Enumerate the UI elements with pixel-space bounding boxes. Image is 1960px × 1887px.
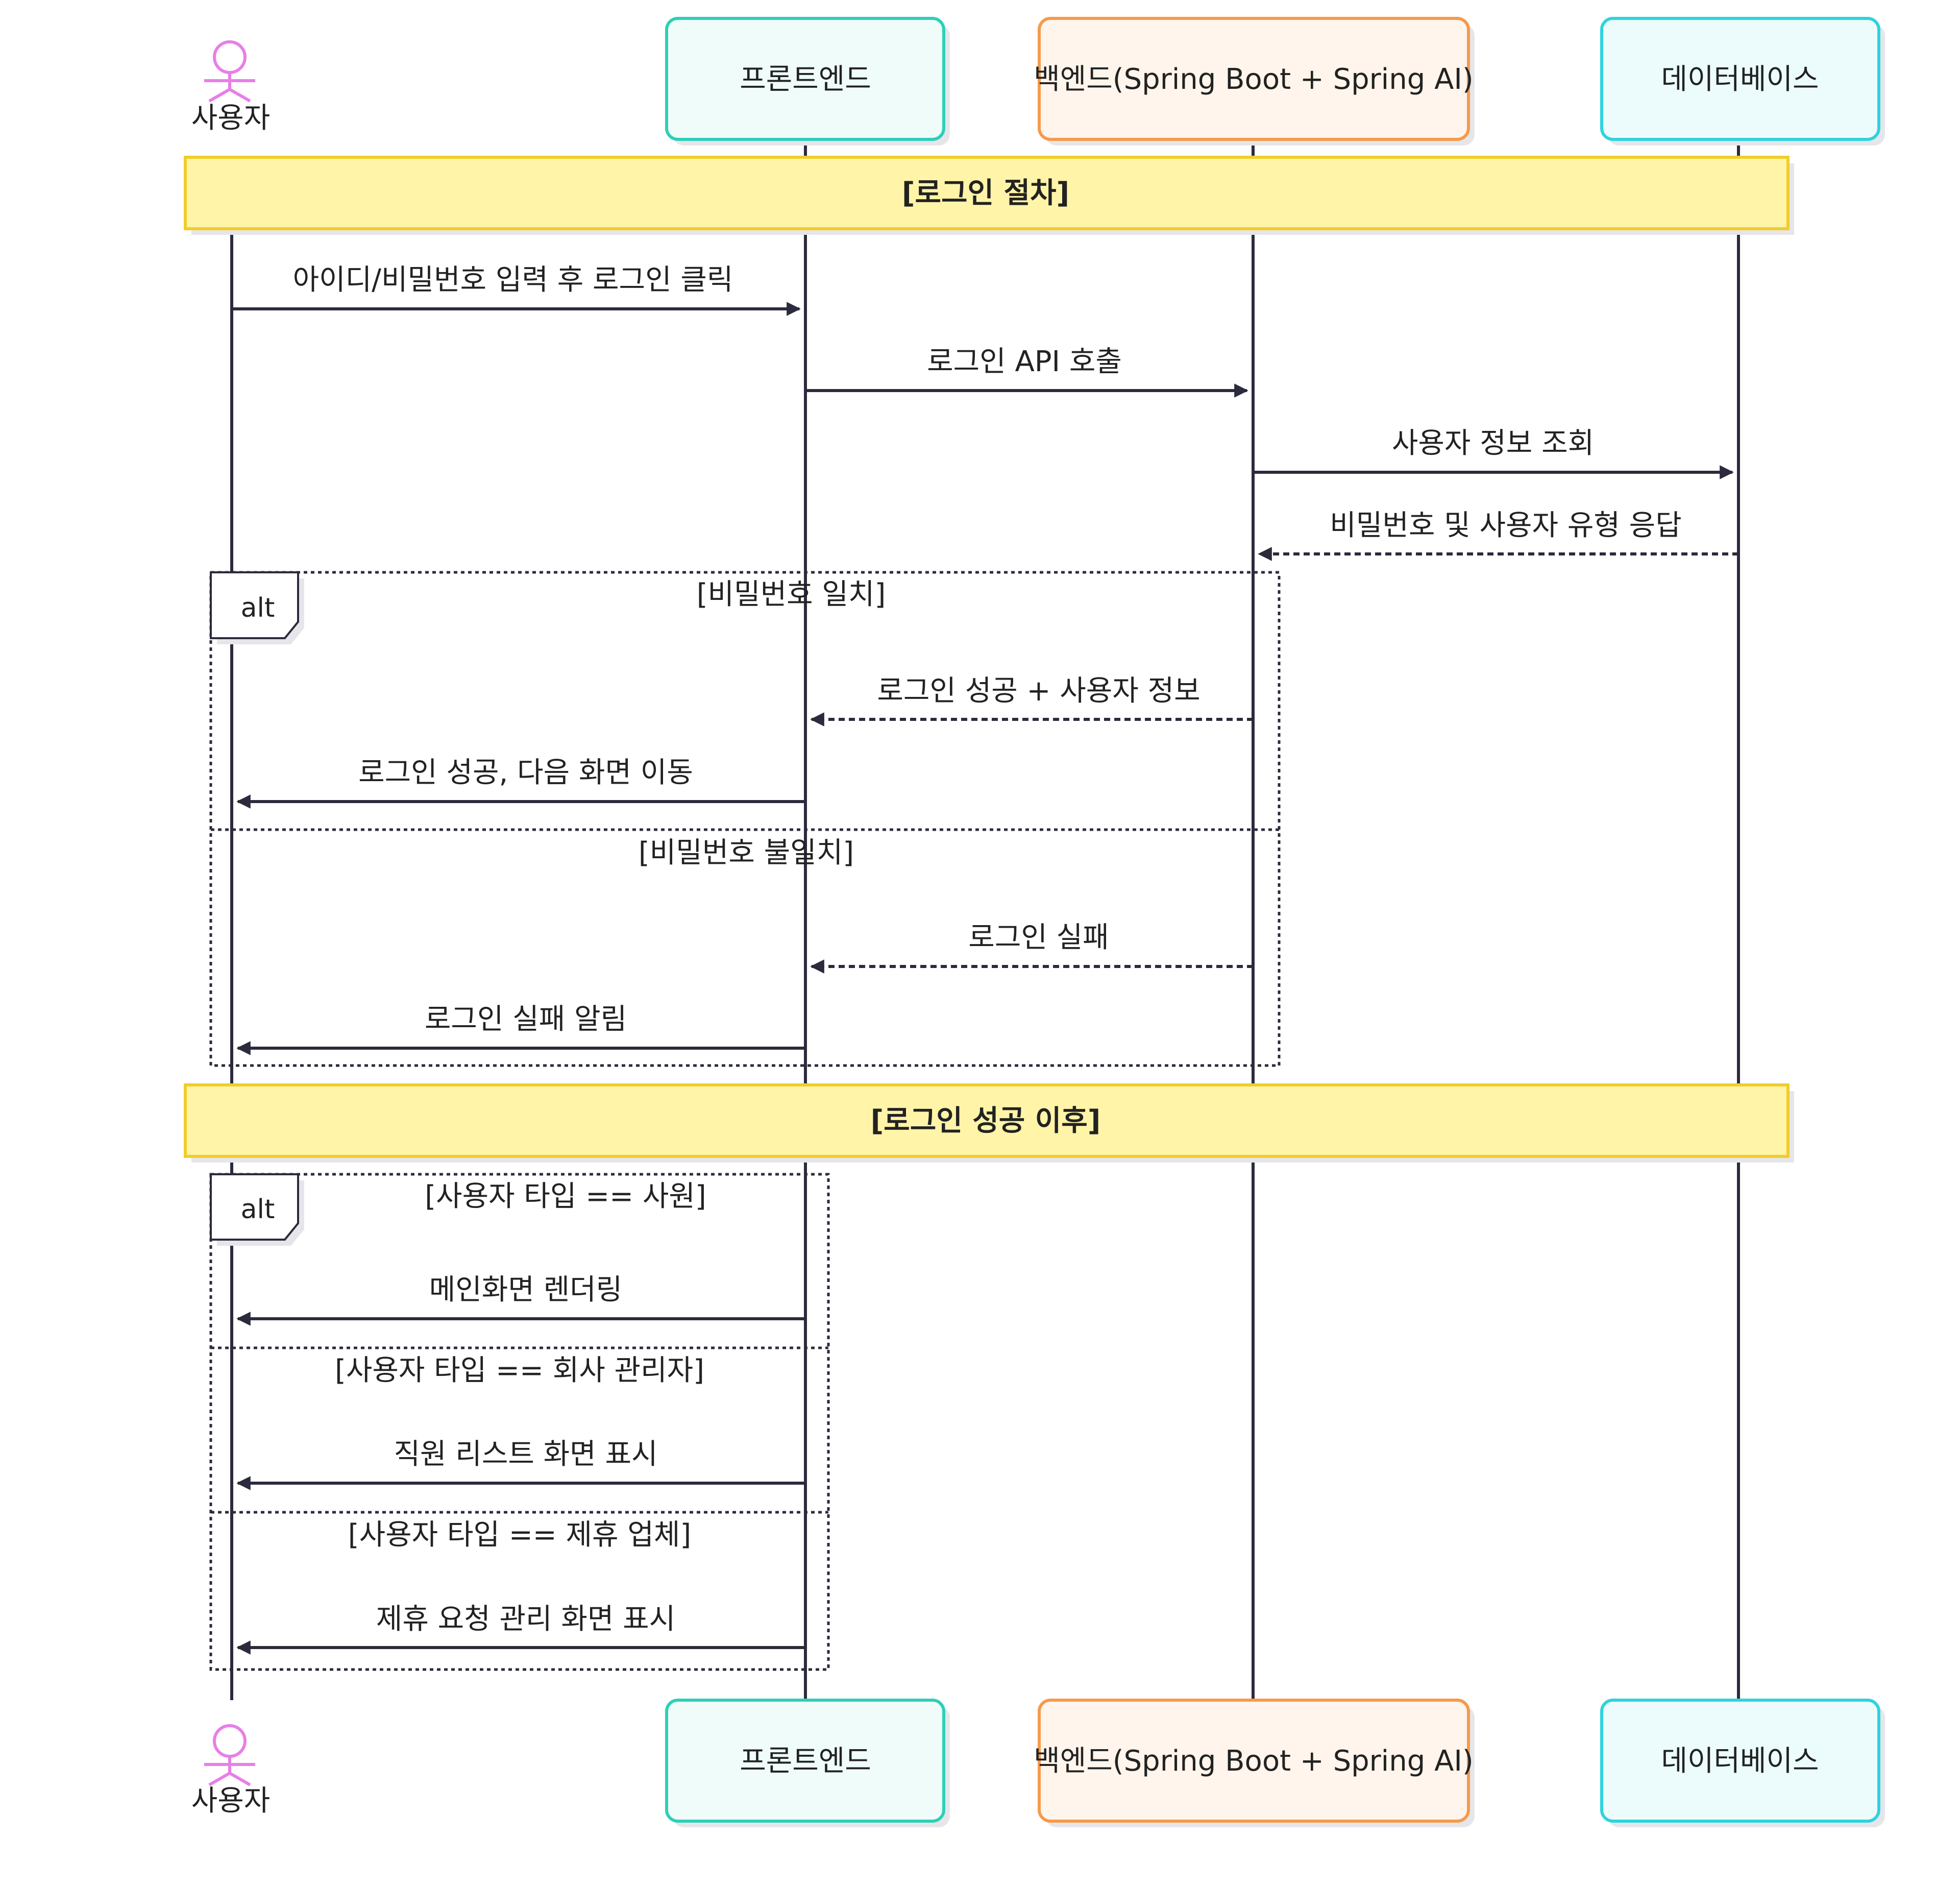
participant-label: 백엔드(Spring Boot + Spring AI) — [1034, 63, 1474, 96]
lifelines — [230, 139, 1740, 1700]
actor-icon — [204, 1724, 255, 1786]
message-1: 아이디/비밀번호 입력 후 로그인 클릭 — [232, 263, 801, 316]
participant-box — [1038, 17, 1470, 141]
participant-backend-bottom: 백엔드(Spring Boot + Spring AI) — [1034, 1699, 1475, 1827]
message-label: 로그인 실패 알림 — [425, 1003, 627, 1036]
note-after-login: [로그인 성공 이후] — [184, 1083, 1794, 1163]
alt-condition: [사용자 타입 == 제휴 업체] — [348, 1518, 691, 1552]
participant-box — [665, 1699, 945, 1823]
alt-condition: [사용자 타입 == 회사 관리자] — [335, 1354, 704, 1387]
message-label: 사용자 정보 조회 — [1392, 427, 1594, 460]
participant-box — [1600, 1699, 1880, 1823]
alt-condition: [비밀번호 일치] — [697, 578, 886, 611]
message-4: 비밀번호 및 사용자 유형 응답 — [1258, 509, 1738, 561]
message-label: 비밀번호 및 사용자 유형 응답 — [1330, 509, 1681, 542]
message-label: 로그인 성공, 다음 화면 이동 — [358, 756, 693, 789]
participant-database-bottom: 데이터베이스 — [1600, 1699, 1885, 1827]
participant-frontend-top: 프론트엔드 — [665, 17, 950, 146]
participant-label: 프론트엔드 — [740, 1745, 871, 1778]
participant-label: 프론트엔드 — [740, 63, 871, 96]
alt-label: alt — [241, 593, 275, 623]
message-8: 로그인 실패 알림 — [236, 1003, 805, 1055]
participant-database-top: 데이터베이스 — [1600, 17, 1885, 146]
alt-condition: [사용자 타입 == 사원] — [425, 1180, 706, 1213]
message-label: 아이디/비밀번호 입력 후 로그인 클릭 — [293, 263, 733, 297]
participants-bottom: 사용자 프론트엔드 백엔드(Spring Boot + Spring AI) 데… — [191, 1699, 1885, 1827]
note-box — [184, 1083, 1790, 1158]
alt-label: alt — [241, 1194, 275, 1225]
message-label: 메인화면 렌더링 — [429, 1273, 622, 1307]
message-11: 제휴 요청 관리 화면 표시 — [236, 1603, 805, 1655]
message-2: 로그인 API 호출 — [805, 345, 1248, 398]
alt-tab — [210, 1173, 299, 1241]
participant-label: 데이터베이스 — [1661, 63, 1819, 96]
message-label: 직원 리스트 화면 표시 — [394, 1438, 657, 1471]
note-text: [로그인 성공 이후] — [871, 1104, 1101, 1138]
message-label: 로그인 API 호출 — [927, 345, 1122, 378]
participant-box — [665, 17, 945, 141]
message-7: 로그인 실패 — [810, 921, 1253, 974]
alt-frame — [209, 1173, 830, 1671]
message-10: 직원 리스트 화면 표시 — [236, 1438, 805, 1490]
alt-block-password: alt [비밀번호 일치] [비밀번호 불일치] — [209, 571, 1281, 1067]
actor-user-top: 사용자 — [191, 40, 271, 135]
message-label: 로그인 실패 — [968, 921, 1109, 954]
participant-label: 백엔드(Spring Boot + Spring AI) — [1034, 1745, 1474, 1778]
message-label: 제휴 요청 관리 화면 표시 — [376, 1603, 675, 1636]
message-3: 사용자 정보 조회 — [1253, 427, 1734, 479]
note-login-procedure: [로그인 절차] — [184, 156, 1794, 235]
message-6: 로그인 성공, 다음 화면 이동 — [236, 756, 805, 809]
actor-icon — [204, 40, 255, 103]
alt-frame — [209, 571, 1281, 1067]
participant-box — [1038, 1699, 1470, 1823]
alt-block-user-type: alt [사용자 타입 == 사원] [사용자 타입 == 회사 관리자] [사… — [209, 1173, 830, 1671]
message-9: 메인화면 렌더링 — [236, 1273, 805, 1326]
actor-label: 사용자 — [191, 102, 271, 135]
message-label: 로그인 성공 + 사용자 정보 — [877, 674, 1200, 708]
alt-condition: [비밀번호 불일치] — [639, 836, 854, 869]
participant-box — [1600, 17, 1880, 141]
alt-tab — [210, 571, 299, 639]
participant-frontend-bottom: 프론트엔드 — [665, 1699, 950, 1827]
actor-label: 사용자 — [191, 1784, 271, 1818]
participant-label: 데이터베이스 — [1661, 1745, 1819, 1778]
note-text: [로그인 절차] — [902, 177, 1069, 210]
participant-backend-top: 백엔드(Spring Boot + Spring AI) — [1034, 17, 1475, 146]
note-box — [184, 156, 1790, 230]
actor-user-bottom: 사용자 — [191, 1724, 271, 1818]
message-5: 로그인 성공 + 사용자 정보 — [810, 674, 1253, 727]
participants-top: 사용자 프론트엔드 백엔드(Spring Boot + Spring AI) 데… — [191, 17, 1885, 146]
